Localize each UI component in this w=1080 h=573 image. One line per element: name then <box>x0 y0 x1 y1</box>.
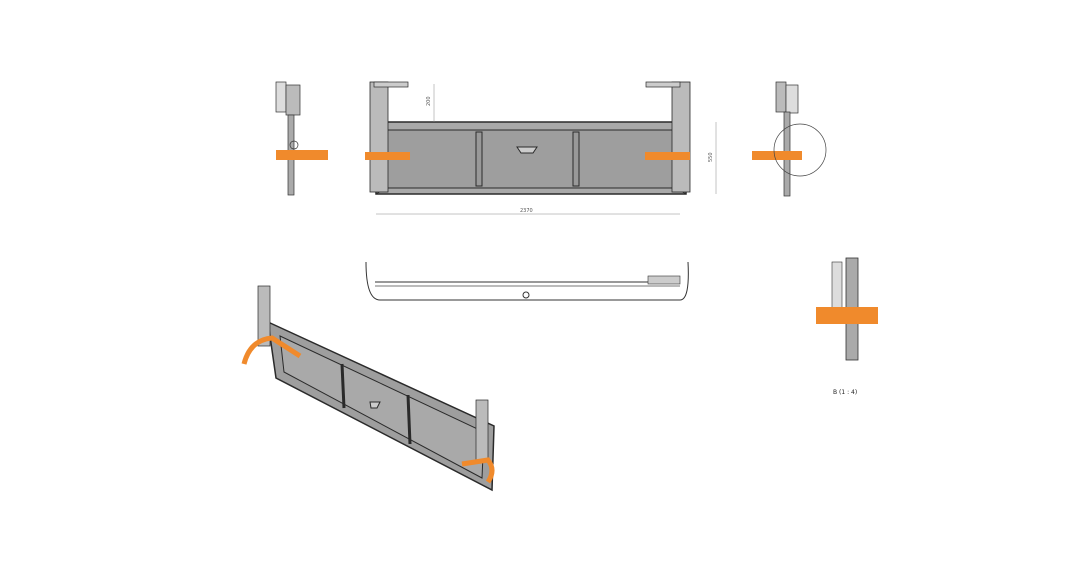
detail-label: B (1 : 4) <box>833 389 857 396</box>
right-side-view <box>752 81 827 197</box>
isometric-view <box>241 285 495 492</box>
dim-width: 2370 <box>520 208 533 214</box>
strap <box>276 150 328 160</box>
top-view <box>365 261 689 301</box>
dim-height-top: 200 <box>426 96 432 106</box>
dim-height-right: 550 <box>708 152 714 162</box>
strap-left <box>365 152 410 160</box>
strap-right <box>645 152 690 160</box>
front-view <box>365 81 717 215</box>
left-side-view <box>275 81 328 196</box>
detail-circle <box>773 123 827 177</box>
detail-b-view <box>816 257 878 361</box>
